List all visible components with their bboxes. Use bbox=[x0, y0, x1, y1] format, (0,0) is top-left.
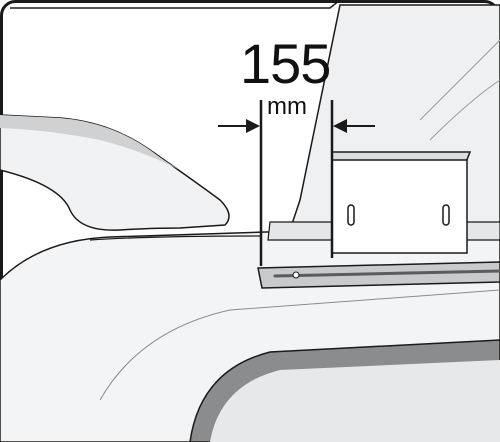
roof-outline bbox=[10, 0, 341, 9]
side-handle-shadow bbox=[0, 115, 180, 170]
rail-slot bbox=[273, 269, 500, 278]
dimension-value: 155 bbox=[240, 32, 331, 95]
dimension-unit: mm bbox=[267, 93, 307, 120]
dimension-arrow-left-head bbox=[246, 119, 260, 133]
window-opening-inner bbox=[210, 360, 500, 442]
body-crease-2 bbox=[89, 235, 261, 241]
windshield-reflection-2 bbox=[429, 79, 500, 141]
rail-hole bbox=[292, 271, 300, 279]
dimension-arrow-right-head bbox=[333, 119, 347, 133]
windshield-reflection-1 bbox=[419, 39, 500, 121]
bracket-slot-left bbox=[347, 204, 355, 226]
bracket-slot-right bbox=[442, 204, 450, 226]
body-crease bbox=[99, 289, 500, 401]
